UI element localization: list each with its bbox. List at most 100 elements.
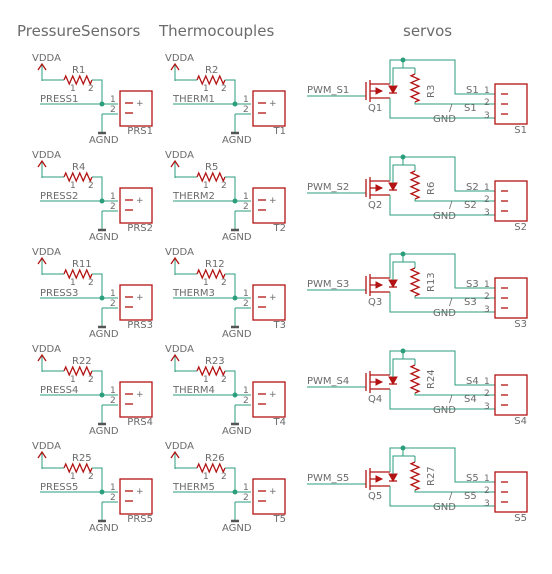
connector-name: T4: [273, 417, 286, 428]
connector-pin-label-2: 2: [110, 396, 116, 406]
connector-pin-label-2: 2: [243, 105, 249, 115]
ground-wire: [234, 501, 251, 520]
connector-name: T2: [273, 223, 286, 234]
servo-pin-label-2: 2: [484, 195, 490, 205]
pwm-net-label: PWM_S4: [307, 376, 349, 387]
junction-dot: [232, 392, 238, 398]
junction-dot: [99, 101, 105, 107]
connector-body: [119, 90, 153, 127]
mosfet-arrow-icon: [375, 475, 384, 483]
net-label: PRESS2: [40, 191, 78, 202]
junction-dot: [400, 348, 406, 354]
connector-pin-label-2: 2: [110, 299, 116, 309]
resistor-icon: [63, 74, 93, 86]
drain-rail: [389, 156, 495, 192]
connector-body: [252, 381, 286, 418]
servo-sig-label: S3: [466, 279, 479, 290]
connector-pin-label-1: 1: [110, 289, 116, 299]
resistor-name: R25: [72, 453, 92, 464]
connector-pin-label-2: 2: [243, 299, 249, 309]
agnd-label: AGND: [222, 523, 252, 534]
connector-pin-label-2: 2: [243, 493, 249, 503]
resistor-name: R26: [205, 453, 225, 464]
connector-body: [119, 478, 153, 515]
vdda-arrow-icon: [170, 353, 180, 362]
net-label: PRESS5: [40, 482, 78, 493]
section-title-thermocouples: Thermocouples: [158, 22, 274, 40]
junction-dot: [400, 57, 406, 63]
ground-wire: [101, 404, 118, 423]
resistor-pin-1: 1: [203, 181, 209, 191]
servo-pin-label-1: 1: [484, 183, 490, 193]
resistor-wire: [92, 176, 103, 201]
resistor-icon: [196, 268, 226, 280]
servo-gnd-label: GND: [433, 308, 456, 319]
resistor-pin-1: 1: [70, 84, 76, 94]
agnd-label: AGND: [222, 232, 252, 243]
connector-body: [119, 284, 153, 321]
net-label: PRESS4: [40, 385, 78, 396]
agnd-label: AGND: [89, 329, 119, 340]
servo-sig-label: S5: [466, 473, 479, 484]
diode-icon: [388, 85, 398, 95]
pwm-net-label: PWM_S3: [307, 279, 349, 290]
connector-pin-label-1: 1: [110, 95, 116, 105]
mosfet-name: Q1: [368, 103, 382, 114]
mosfet-name: Q2: [368, 200, 382, 211]
servo-sig-label-2: S2: [464, 200, 477, 211]
connector-body: [119, 187, 153, 224]
servo-resistor-name: R13: [426, 272, 437, 292]
servo-gnd-label: GND: [433, 502, 456, 513]
resistor-wire: [92, 79, 103, 104]
resistor-pin-1: 1: [203, 472, 209, 482]
resistor-pin-2: 2: [221, 84, 227, 94]
mosfet-name: Q3: [368, 297, 382, 308]
vdda-label: VDDA: [165, 150, 194, 161]
net-label: THERM4: [172, 385, 215, 396]
resistor-name: R2: [205, 65, 218, 76]
drain-rail: [389, 253, 495, 289]
servo-sig-label: S2: [466, 182, 479, 193]
connector-name: PRS1: [127, 126, 153, 137]
connector-plus: +: [136, 196, 144, 206]
resistor-icon: [63, 365, 93, 377]
connector-plus: +: [136, 293, 144, 303]
ground-wire: [234, 210, 251, 229]
servo-slash: /: [449, 297, 453, 308]
connector-pin-label-2: 2: [243, 202, 249, 212]
vdda-label: VDDA: [32, 53, 61, 64]
gnd-rail: [389, 98, 495, 119]
section-titles: PressureSensors Thermocouples servos: [17, 22, 452, 40]
resistor-icon: [63, 171, 93, 183]
servo-pin-label-3: 3: [484, 402, 490, 412]
resistor-name: R12: [205, 259, 225, 270]
connector-pin-label-1: 1: [243, 289, 249, 299]
connector-plus: +: [269, 196, 277, 206]
mosfet-name: Q4: [368, 394, 382, 405]
net-label: THERM3: [172, 288, 215, 299]
gnd-rail: [389, 486, 495, 507]
connector-pin-label-1: 1: [243, 192, 249, 202]
connector-pin-label-1: 1: [110, 192, 116, 202]
servo-connector-body: [494, 471, 528, 513]
connector-plus: +: [269, 487, 277, 497]
servo-pin-label-1: 1: [484, 377, 490, 387]
resistor-icon: [63, 268, 93, 280]
section-title-servos: servos: [403, 22, 452, 40]
servo-resistor-name: R27: [426, 466, 437, 486]
servo-pin-label-2: 2: [484, 292, 490, 302]
resistor-name: R4: [72, 162, 85, 173]
servo-pin-label-3: 3: [484, 208, 490, 218]
junction-dot: [400, 154, 406, 160]
gnd-rail: [389, 292, 495, 313]
gnd-rail: [389, 195, 495, 216]
vdda-label: VDDA: [32, 344, 61, 355]
ground-wire: [234, 307, 251, 326]
resistor-icon: [196, 74, 226, 86]
resistor-icon: [196, 365, 226, 377]
resistor-wire: [92, 273, 103, 298]
vdda-arrow-icon: [170, 159, 180, 168]
